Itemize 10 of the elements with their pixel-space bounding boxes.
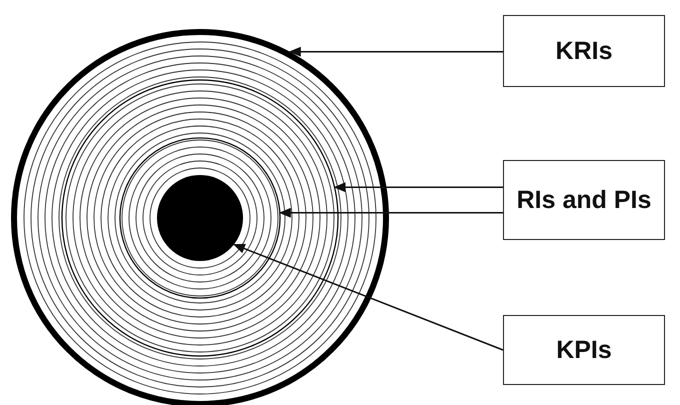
leader-arrow [334,182,503,192]
label-box [503,15,665,87]
label-box [503,160,665,240]
box-label: KPIs [556,335,612,365]
label-box [503,315,665,385]
box-label: KRIs [556,36,612,66]
leader-arrow [278,208,503,218]
leader-arrow [232,244,504,351]
leader-arrow [288,46,503,57]
box-label: RIs and PIs [516,185,652,215]
